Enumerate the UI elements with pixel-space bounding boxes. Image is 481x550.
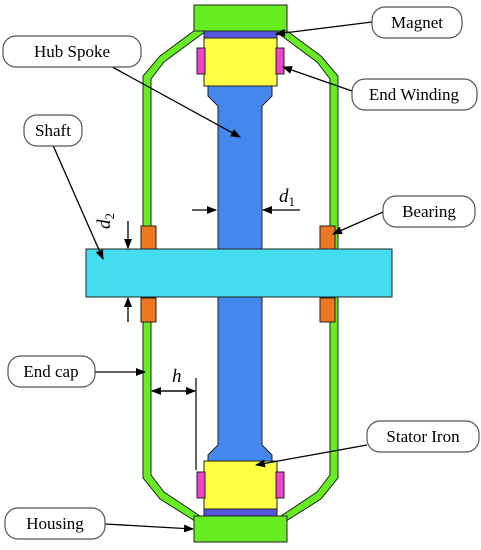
end-cap-label: End cap — [23, 362, 78, 381]
callout-bearing: Bearing — [332, 195, 476, 235]
bearing-right-top — [319, 225, 336, 251]
magnet-label: Magnet — [391, 13, 443, 32]
end-winding-top-right — [275, 47, 285, 75]
callout-hub-spoke: Hub Spoke — [2, 35, 241, 138]
h-label: h — [172, 366, 182, 387]
callout-end-winding: End Winding — [282, 66, 478, 111]
housing-frame — [142, 4, 339, 543]
callout-housing: Housing — [4, 507, 194, 540]
housing-bottom — [193, 515, 288, 543]
stator-iron-label: Stator Iron — [386, 427, 460, 446]
shaft-label: Shaft — [35, 121, 71, 140]
end-winding-bottom-right — [275, 471, 285, 499]
housing-label: Housing — [26, 514, 84, 533]
end-winding-label: End Winding — [369, 85, 460, 104]
magnet-top — [203, 30, 278, 39]
callout-end-cap: End cap — [7, 355, 146, 388]
callout-magnet: Magnet — [275, 6, 463, 39]
d1-label: d1 — [279, 186, 295, 209]
housing-top — [193, 4, 288, 32]
bearing-left-top — [140, 225, 157, 251]
dimension-d2: d2 — [94, 213, 132, 322]
end-winding-bottom-left — [196, 471, 206, 499]
magnet-bottom — [203, 508, 278, 517]
callout-stator-iron: Stator Iron — [255, 420, 480, 468]
dimension-d1: d1 — [192, 186, 300, 214]
bearing-right-bottom — [319, 297, 336, 323]
callout-shaft: Shaft — [23, 114, 104, 260]
dimension-h: h — [151, 366, 197, 470]
stator-iron-bottom — [203, 460, 278, 510]
d2-label: d2 — [94, 213, 117, 229]
stator-iron-top — [203, 37, 278, 87]
bearing-label: Bearing — [402, 202, 456, 221]
bearing-left-bottom — [140, 297, 157, 323]
end-winding-top-left — [196, 47, 206, 75]
shaft — [85, 248, 393, 298]
hub-spoke-label: Hub Spoke — [34, 42, 110, 61]
